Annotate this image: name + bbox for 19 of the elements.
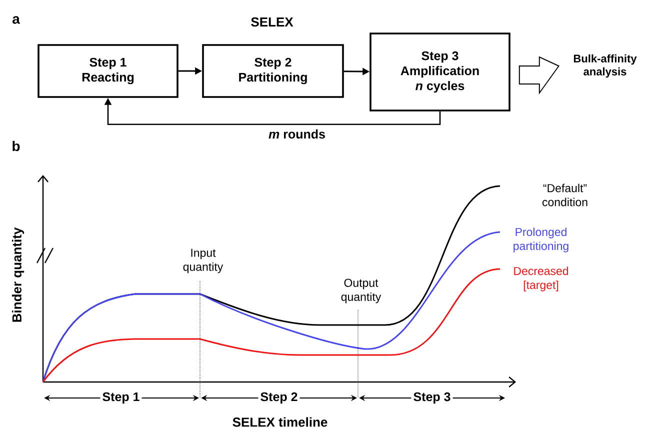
curve-label: Decreased [target] [514,266,568,292]
edge-label: m rounds [268,128,326,140]
process-box: Step 2 Partitioning [202,44,344,98]
curve-label: “Default” condition [542,184,588,206]
process-box: Step 3 Amplification n cycles [370,32,510,112]
step-label: Step 2 [258,390,300,406]
step-label: Step 1 [100,390,142,406]
panel-label: b [12,140,20,152]
annotation: Input quantity [183,248,224,274]
axis-title: SELEX timeline [232,417,328,427]
title: SELEX [251,17,294,27]
curve-label: Prolonged partitioning [514,228,568,252]
axis-title: Binder quantity [12,227,24,322]
step-label: Step 3 [411,390,453,406]
process-box: Step 1 Reacting [38,44,178,98]
annotation: Output quantity [341,278,382,304]
block-arrow [518,56,560,95]
result-text: Bulk-affinity analysis [574,54,637,78]
panel-label: a [12,16,20,24]
